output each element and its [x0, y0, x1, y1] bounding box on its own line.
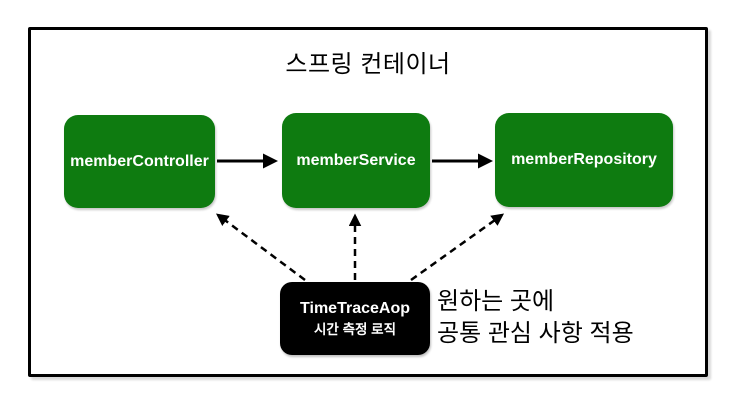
aop-annotation-line2: 공통 관심 사항 적용 — [437, 320, 634, 347]
aop-annotation: 원하는 곳에 공통 관심 사항 적용 — [437, 286, 634, 350]
time-trace-aop-title: TimeTraceAop — [300, 300, 410, 317]
node-time-trace-aop: TimeTraceAop 시간 측정 로직 — [280, 282, 430, 355]
node-member-service: memberService — [282, 113, 430, 208]
node-member-controller: memberController — [64, 115, 215, 208]
node-member-service-label: memberService — [296, 151, 416, 169]
time-trace-aop-subtitle: 시간 측정 로직 — [313, 322, 397, 337]
node-member-repository: memberRepository — [495, 113, 673, 207]
aop-annotation-line1: 원하는 곳에 — [437, 288, 555, 315]
node-member-repository-label: memberRepository — [511, 151, 657, 168]
spring-container-title: 스프링 컨테이너 — [285, 51, 451, 78]
node-member-controller-label: memberController — [70, 152, 209, 170]
